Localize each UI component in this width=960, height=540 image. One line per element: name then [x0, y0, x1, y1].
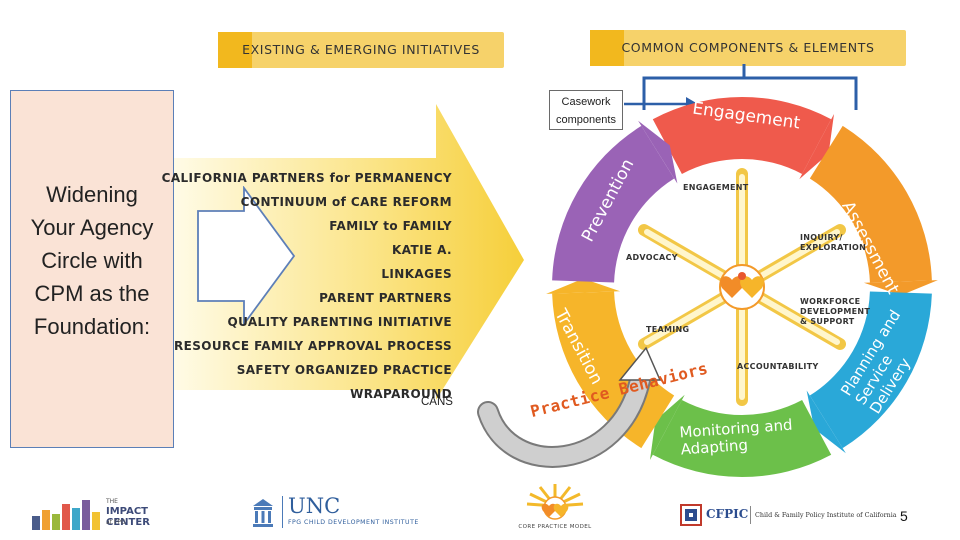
initiative-item: WRAPAROUND: [350, 387, 452, 401]
initiative-item: CALIFORNIA PARTNERS for PERMANENCY: [161, 171, 452, 185]
existing-initiatives-tag: EXISTING & EMERGING INITIATIVES: [218, 32, 504, 68]
inner-label-teaming: TEAMING: [646, 325, 690, 334]
inner-label-advocacy: ADVOCACY: [626, 253, 678, 262]
wheel-segment: [552, 291, 675, 449]
components-bracket: [642, 64, 858, 110]
practice-curve-arrow: [477, 346, 662, 468]
wheel-segment: [652, 400, 832, 477]
core-practice-model-logo: CORE PRACTICE MODEL: [500, 478, 610, 538]
wheel-segment-arrowhead: [799, 113, 835, 180]
initiative-item: CONTINUUM of CARE REFORM: [240, 195, 452, 209]
initiative-item: RESOURCE FAMILY APPROVAL PROCESS: [174, 339, 452, 353]
cans-label: CANS: [421, 396, 453, 408]
cfpic-emblem-icon: [680, 504, 702, 526]
core-practice-wheel: [546, 97, 938, 477]
cfpic-logo: CFPIC Child & Family Policy Institute of…: [680, 504, 897, 528]
unc-fpg-logo: UNC FPG CHILD DEVELOPMENT INSTITUTE: [250, 494, 450, 530]
side-box: [10, 90, 174, 448]
inner-label-engagement: ENGAGEMENT: [683, 183, 749, 192]
wheel-segment-arrowhead: [638, 120, 678, 184]
initiative-item: FAMILY to FAMILY: [329, 219, 452, 233]
center-hearts-logo: [719, 264, 765, 310]
wheel-segment: [809, 291, 932, 449]
common-components-tag: COMMON COMPONENTS & ELEMENTS: [590, 30, 906, 66]
wheel-segment: [552, 125, 675, 283]
casework-components-box: Casework components: [549, 90, 623, 130]
old-well-icon: [253, 499, 273, 527]
sunburst-hearts-icon: [526, 484, 584, 520]
wheel-segment-arrowhead: [649, 394, 685, 461]
initiative-item: SAFETY ORGANIZED PRACTICE: [236, 363, 452, 377]
impact-center-logo: THE IMPACT CENTER at FPG: [30, 496, 180, 530]
wheel-segment: [809, 125, 932, 283]
pointer-arrow: [197, 186, 296, 326]
page-number: 5: [900, 508, 908, 524]
initiative-item: PARENT PARTNERS: [319, 291, 452, 305]
initiative-item: QUALITY PARENTING INITIATIVE: [227, 315, 452, 329]
initiatives-arrow: [174, 104, 524, 400]
wheel-segment-arrowhead: [546, 278, 621, 294]
initiative-item: LINKAGES: [381, 267, 452, 281]
side-box-text: Widening Your Agency Circle with CPM as …: [30, 182, 154, 339]
inner-label-inquiry: INQUIRY/EXPLORATION: [800, 233, 867, 252]
wheel-segment: [652, 97, 832, 174]
impact-bars-icon: [32, 500, 100, 530]
wheel-segment-arrowhead: [863, 280, 938, 296]
initiative-item: KATIE A.: [392, 243, 452, 257]
inner-label-accountability: ACCOUNTABILITY: [737, 362, 819, 371]
